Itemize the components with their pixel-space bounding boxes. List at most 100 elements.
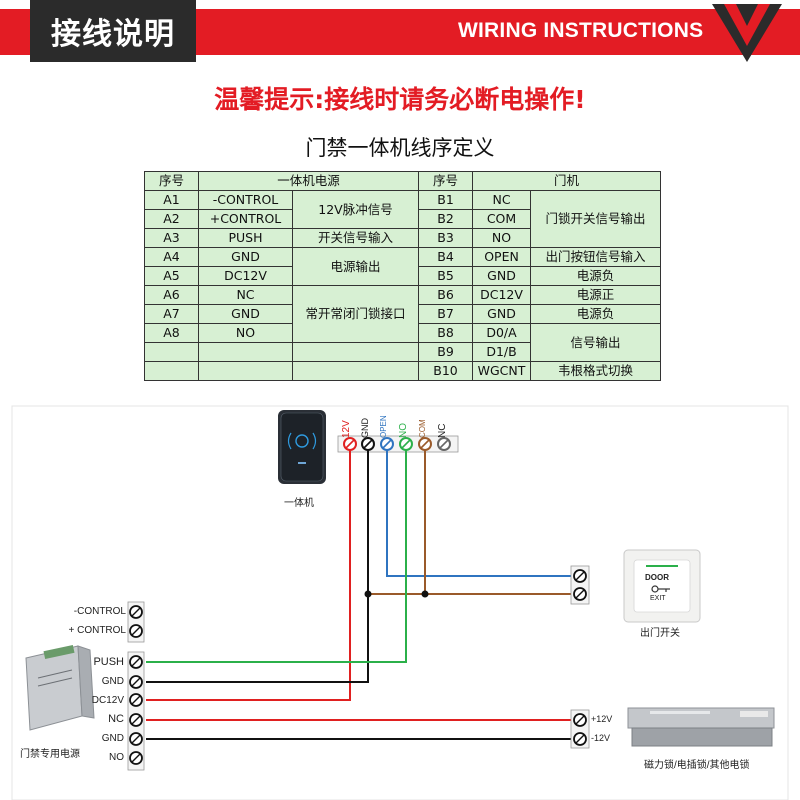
cell-no: B8 [418,323,474,343]
brand-logo-icon [712,4,782,62]
th-reader: 一体机电源 [197,171,420,191]
cell-no: B10 [418,361,474,381]
exit-button-label: 出门开关 [640,628,680,639]
cell-desc: 韦根格式切换 [530,361,662,381]
cell-pin: NC [198,285,293,305]
cell-no: B1 [418,190,474,210]
cell-pin: D0/A [472,323,532,343]
cell-no: B5 [418,266,474,286]
cell-pin: OPEN [472,247,532,267]
cell-no: A2 [144,209,199,229]
psu-pin-label: NC [108,713,124,725]
header-title: 接线说明 [30,0,196,62]
cell-pin: DC12V [198,266,293,286]
magnetic-lock-icon [627,707,775,747]
psu-pin-label: PUSH [93,656,124,668]
cell-no: B6 [418,285,474,305]
table-row: A8 NO B8 D0/A 信号输出 [144,323,662,362]
cell-pin: +CONTROL [198,209,293,229]
psu-pin-label: DC12V [91,695,124,706]
cell-no: B4 [418,247,474,267]
power-supply-icon [25,644,95,731]
cell-no: A4 [144,247,199,267]
table-row: A1 -CONTROL 12V脉冲信号 B1 NC 门锁开关信号输出 [144,190,662,248]
cell-no: A7 [144,304,199,324]
pin-label-no: NO [398,423,409,438]
lock-terminal-block [570,709,590,749]
wires [146,450,580,740]
pin-label-nc: NC [437,423,448,438]
header-subtitle: WIRING INSTRUCTIONS [458,19,704,42]
lock-label: 磁力锁/电插锁/其他电锁 [644,760,750,771]
psu-pin-label: GND [101,733,124,744]
table-row: A4 GND 电源输出 B4 OPEN 出门按钮信号输入 [144,247,662,286]
control-pin-label: + CONTROL [68,625,126,636]
table-row: A2 +CONTROL B2 COM [144,209,661,229]
psu-pin-label: NO [109,752,124,763]
cell-desc: 出门按钮信号输入 [530,247,662,267]
exit-button-text-exit: EXIT [650,595,666,602]
cell-pin: D1/B [472,342,532,362]
safety-warning: 温馨提示:接线时请务必断电操作! [214,85,586,114]
wiring-diagram: 一体机 12V GND OPEN NO COM NC DOOR EXIT 出门开… [0,398,800,800]
junction-dot [364,590,372,598]
cell-no: A3 [144,228,199,248]
pin-label-com: COM [418,419,427,438]
access-reader-icon [278,410,326,484]
pin-label-12v: 12V [341,420,352,438]
junction-dot [421,590,429,598]
cell-pin: PUSH [198,228,293,248]
pin-label-open: OPEN [379,415,388,438]
lock-pin-label: +12V [591,714,613,724]
th-door: 门机 [472,171,662,191]
cell-no: A6 [144,285,199,305]
cell-empty [198,342,293,362]
cell-desc: 电源负 [530,266,662,286]
cell-empty [198,361,293,381]
cell-empty [291,361,420,381]
cell-pin: -CONTROL [198,190,293,210]
cell-pin: GND [472,304,532,324]
cell-desc: 开关信号输入 [291,228,420,248]
exit-terminal-block [570,565,590,605]
cell-desc: 常开常闭门锁接口 [291,285,420,343]
table-row: A3 PUSH 开关信号输入 B3 NO [144,228,661,248]
psu-terminal-block [127,651,145,771]
table-header-row: 序号 一体机电源 序号 门机 [144,171,662,191]
table-row: B10 WGCNT 韦根格式切换 [144,361,662,381]
wiring-table: 序号 一体机电源 序号 门机 A1 -CONTROL 12V脉冲信号 B1 NC… [144,171,662,381]
pin-label-gnd: GND [360,418,370,438]
cell-pin: GND [198,304,293,324]
psu-label: 门禁专用电源 [20,749,80,760]
cell-no: B2 [418,209,474,229]
table-row: A6 NC 常开常闭门锁接口 B6 DC12V 电源正 [144,285,662,343]
cell-empty [144,361,199,381]
cell-pin: NO [198,323,293,343]
th-seq2: 序号 [418,171,474,191]
exit-button-icon [623,549,701,623]
cell-pin: NO [472,228,532,248]
lock-pin-label: -12V [591,733,611,743]
cell-pin: DC12V [472,285,532,305]
cell-desc: 电源负 [530,304,662,324]
psu-pin-label: GND [101,676,124,687]
reader-label: 一体机 [284,498,314,509]
cell-pin: NC [472,190,532,210]
exit-button-text-door: DOOR [645,573,669,582]
cell-no: A8 [144,323,199,343]
cell-pin: GND [472,266,532,286]
cell-no: B9 [418,342,474,362]
cell-empty [144,342,199,362]
cell-no: A5 [144,266,199,286]
cell-no: B7 [418,304,474,324]
control-terminal-block [127,601,145,643]
reader-terminal-block [337,435,459,453]
cell-no: A1 [144,190,199,210]
cell-no: B3 [418,228,474,248]
cell-pin: WGCNT [472,361,532,381]
cell-desc: 门锁开关信号输出 [530,190,662,248]
cell-desc: 12V脉冲信号 [291,190,420,229]
table-row: A5 DC12V B5 GND 电源负 [144,266,662,286]
cell-desc: 信号输出 [530,323,662,362]
cell-pin: GND [198,247,293,267]
